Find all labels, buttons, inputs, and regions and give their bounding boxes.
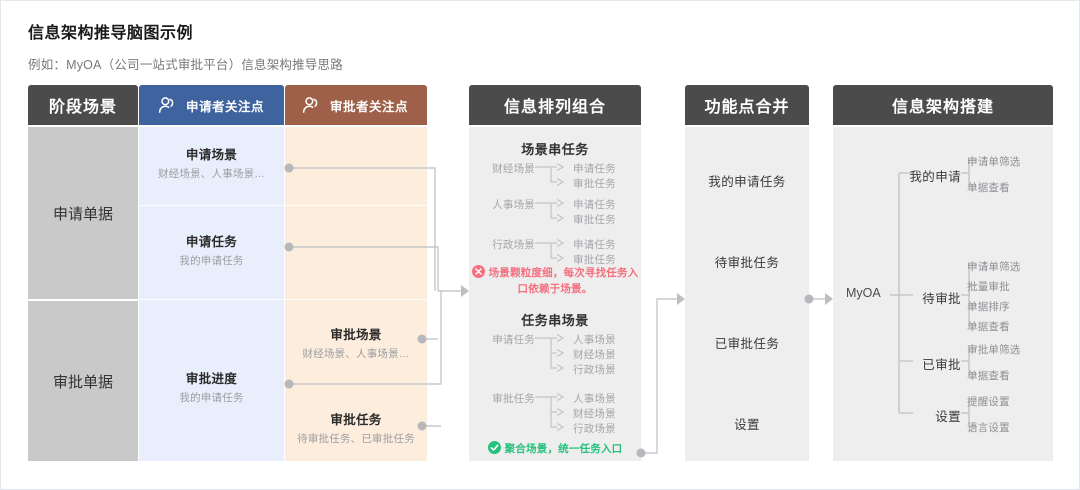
cell-subtitle: 财经场景、人事场景… [158,168,265,181]
arrow-head-icon [825,293,833,305]
matrix-column-applicant [139,127,284,461]
cell-subtitle: 我的申请任务 [179,392,244,405]
ia-branch-label: 设置 [935,410,961,424]
page-subtitle: 例如：MyOA（公司一站式审批平台）信息架构推导思路 [28,58,343,72]
group-target: 申请任务 [573,163,616,175]
group-source: 行政场景 [492,239,535,251]
group-source: 申请任务 [492,334,535,346]
group-source: 人事场景 [492,199,535,211]
group-target: 申请任务 [573,199,616,211]
arrange-note-good: 聚合场景，统一任务入口 [469,441,641,457]
ia-panel-body [833,127,1053,461]
person-icon [302,97,318,113]
group-source: 审批任务 [492,393,535,405]
arrange-panel-header: 信息排列组合 [469,85,641,125]
branch-arrows-icon [535,162,565,187]
cell-title: 申请场景 [185,148,238,162]
cell-subtitle: 我的申请任务 [179,255,244,268]
ia-leaf-label: 单据排序 [967,301,1010,313]
arrange-block1-title: 场景串任务 [521,142,589,157]
cell-title: 审批进度 [185,372,238,386]
matrix-cell-apply-task: 申请任务 我的申请任务 [139,233,284,269]
arrange-block2-title: 任务串场景 [521,313,589,328]
check-circle-icon [487,441,501,454]
ia-root-label: MyOA [846,286,881,300]
cell-subtitle: 待审批任务、已审批任务 [297,433,415,446]
matrix-header-approver: 审批者关注点 [285,85,427,125]
arrange-note-good-text: 聚合场景，统一任务入口 [504,443,623,455]
matrix-header-applicant: 申请者关注点 [139,85,284,125]
ia-leaf-label: 提醒设置 [967,396,1010,408]
ia-tree-lines [890,159,977,427]
group-target: 审批任务 [573,178,616,190]
connector-dot [284,163,294,173]
connector-dot [284,242,294,252]
ia-leaf-label: 单据查看 [967,182,1010,194]
branch-arrows-icon [535,333,565,373]
matrix-row-divider [139,205,427,206]
group-target: 审批任务 [573,214,616,226]
ia-leaf-label: 审批单筛选 [967,344,1021,356]
person-icon [158,97,174,113]
arrange-panel-body [469,127,641,461]
arrange-note-bad: 场景颗粒度细，每次寻找任务入口依赖于场景。 [469,265,641,298]
matrix-row-divider [139,299,427,300]
branch-arrows-icon [535,198,565,223]
cell-title: 审批场景 [330,328,382,342]
group-target: 人事场景 [573,334,616,346]
connector-dot [636,448,646,458]
cell-title: 申请任务 [185,235,238,249]
matrix-header-stage: 阶段场景 [28,85,138,125]
matrix-column-approver [285,127,427,461]
ia-branch-label: 我的申请 [909,170,961,184]
matrix-cell-approve-task: 审批任务 待审批任务、已审批任务 [285,411,427,447]
merge-item: 已审批任务 [714,337,780,351]
merge-item: 我的申请任务 [708,175,786,189]
page-title: 信息架构推导脑图示例 [28,25,194,42]
merge-item: 设置 [734,418,760,432]
ia-panel-header: 信息架构搭建 [833,85,1053,125]
arrow-head-icon [677,293,685,305]
matrix-cell-approve-progress: 审批进度 我的申请任务 [139,370,284,406]
group-target: 审批任务 [573,254,616,266]
stage-cell-apply: 申请单据 [28,127,138,299]
ia-leaf-label: 单据查看 [967,370,1010,382]
arrange-note-bad-text: 场景颗粒度细，每次寻找任务入口依赖于场景。 [488,267,639,296]
matrix-cell-apply-scene: 申请场景 财经场景、人事场景… [139,146,284,182]
group-target: 申请任务 [573,239,616,251]
group-source: 财经场景 [492,163,535,175]
merge-panel-body [685,127,809,461]
x-circle-icon [471,265,485,278]
arrow-head-icon [461,285,469,297]
ia-leaf-label: 申请单筛选 [967,156,1021,168]
group-target: 财经场景 [573,408,616,420]
group-target: 财经场景 [573,349,616,361]
connector-dot [417,334,427,344]
ia-leaf-label: 语言设置 [967,422,1010,434]
matrix-header-applicant-label: 申请者关注点 [186,99,265,114]
group-target: 人事场景 [573,393,616,405]
cell-title: 审批任务 [330,413,382,427]
cell-subtitle: 财经场景、人事场景… [302,348,410,361]
branch-arrows-icon [535,392,565,432]
ia-leaf-label: 申请单筛选 [967,261,1021,273]
connector-dot [417,421,427,431]
matrix-cell-approve-scene: 审批场景 财经场景、人事场景… [285,326,427,362]
merge-item: 待审批任务 [714,256,780,270]
ia-leaf-label: 批量审批 [967,281,1010,293]
connector-dot [804,294,814,304]
merge-panel-header: 功能点合并 [685,85,809,125]
matrix-header-approver-label: 审批者关注点 [330,99,409,114]
group-target: 行政场景 [573,423,616,435]
branch-arrows-icon [535,238,565,263]
ia-leaf-label: 单据查看 [967,321,1010,333]
connector-dot [284,379,294,389]
stage-cell-approve: 审批单据 [28,301,138,461]
group-target: 行政场景 [573,364,616,376]
ia-branch-label: 已审批 [922,358,961,372]
ia-branch-label: 待审批 [922,292,961,306]
